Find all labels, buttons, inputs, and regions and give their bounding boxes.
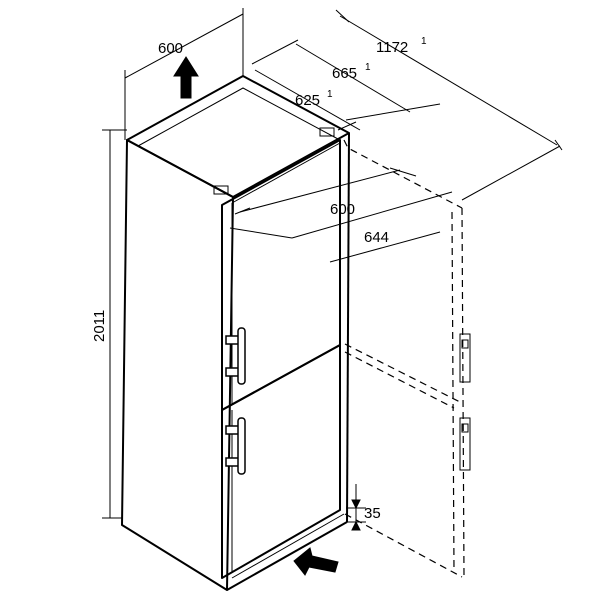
dim-bottom-gap-label: 35 [364,505,381,522]
dim-depth-no-handle: 625 1 [254,69,361,131]
freezer-door-handle-bar [237,417,246,475]
dim-depth-with-handle-footnote: 1 [365,62,371,73]
fridge-front-bottom-edge [226,521,348,591]
dim-opening-width-label: 644 [364,229,389,246]
fridge-side-face [121,139,234,591]
open-door-divider [344,343,463,404]
fridge-door-handle-bar [237,327,246,385]
open-door-hinge-lower [459,417,471,471]
dim-depth-with-handle-label: 665 [332,65,357,82]
open-door-bottom-edge [344,513,463,578]
fridge-door [221,139,341,411]
dim-inner-width: 600 [234,167,417,218]
air-out-arrow [173,56,199,99]
open-door-top-edge [343,139,463,209]
dim-bottom-gap: 35 [346,484,381,531]
dim-depth-no-handle-footnote: 1 [327,89,333,100]
open-door-hinge-upper [459,333,471,383]
fridge-top-back-lip [137,87,339,147]
top-hinge-right [319,127,335,137]
air-in-arrow-icon [293,547,339,576]
dim-depth-with-handle: 665 1 [251,39,441,121]
open-door-inner-edge [451,211,455,573]
dim-depth-door-open-label: 1172 [376,39,408,56]
dim-depth-door-open-footnote: 1 [421,36,427,47]
dim-depth-door-open: 1172 1 [335,9,563,201]
open-door-outline [343,139,471,578]
freezer-door-panel [221,344,341,579]
dim-height-label: 2011 [91,310,108,342]
dim-width: 600 [124,8,244,140]
dim-opening-width: 644 [229,191,453,263]
dim-depth-no-handle-label: 625 [295,92,320,109]
top-hinge-left [213,185,229,195]
open-door-outer-edge [461,207,465,578]
dim-width-label: 600 [158,40,183,57]
fridge-door-seal [231,142,341,204]
dim-height: 2011 [91,129,127,519]
air-in-arrow [293,547,339,576]
fridge-body [121,75,350,591]
freezer-door [221,344,341,579]
open-door-hinge-upper-knob [461,339,469,349]
air-out-arrow-icon [173,56,199,99]
open-door-hinge-lower-knob [461,423,469,433]
fridge-front-right-edge [346,132,350,523]
open-door-divider-inner [344,351,455,409]
dim-inner-width-label: 600 [330,201,355,218]
fridge-plinth [231,513,345,579]
